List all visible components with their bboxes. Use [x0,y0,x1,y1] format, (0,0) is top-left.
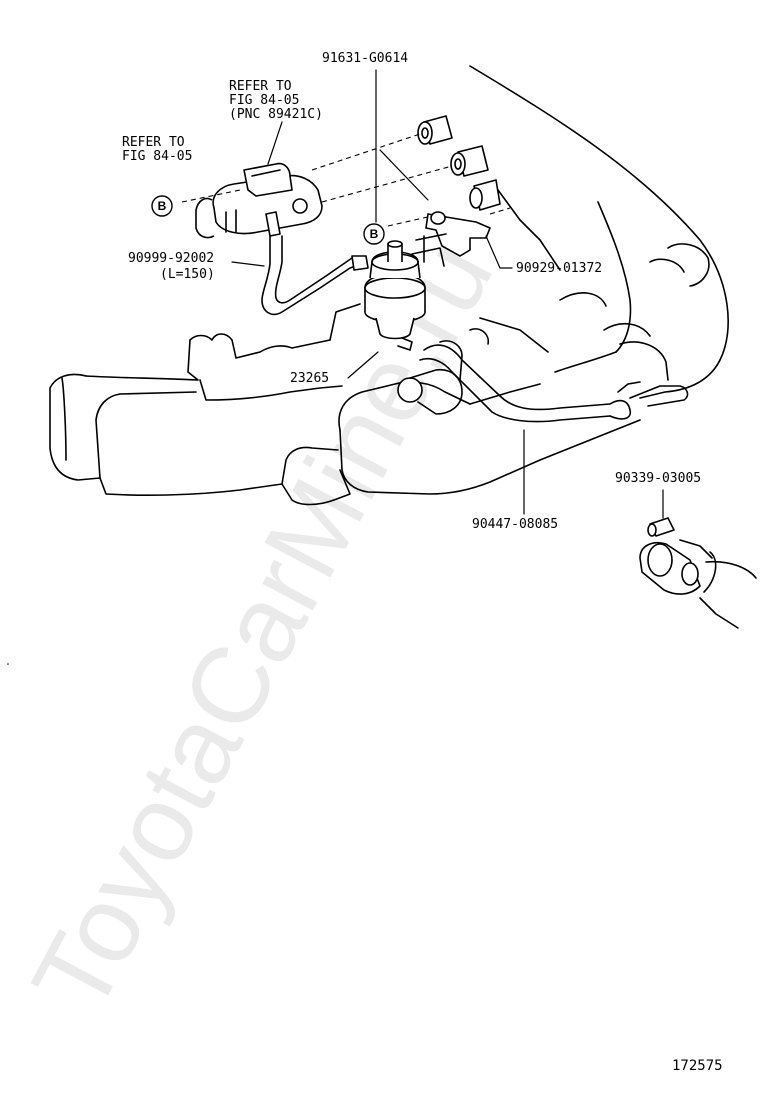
vacuum-sensor [195,162,323,239]
part-number-90447: 90447-08085 [472,517,558,532]
callout-b-left: B [151,195,173,217]
hose-length-note: (L=150) [160,267,215,282]
figure-number: 172575 [672,1058,723,1074]
part-number-91631: 91631-G0614 [322,51,408,66]
part-number-23265: 23265 [290,371,329,386]
callout-b-right: B [363,223,385,245]
lower-manifold [49,303,361,506]
manifold-bosses [417,115,501,211]
intake-manifold [469,65,729,399]
svg-text:B: B [158,199,167,213]
part-number-90999: 90999-92002 [128,251,214,266]
fig-ref-label-2: FIG 84-05 [122,149,192,164]
hose-90999-92002 [261,235,369,316]
leader-lines [231,69,664,519]
scan-speck [7,663,9,665]
pnc-ref-label: (PNC 89421C) [229,107,323,122]
assembly-lines [181,133,511,227]
throttle-body [338,328,641,495]
fig-ref-label-1: FIG 84-05 [229,93,299,108]
vsv-valve-23265 [364,240,426,351]
hose-90447-08085 [419,344,689,423]
part-number-90929: 90929-01372 [516,261,602,276]
watermark-text: ToyotaCarMine.ru [8,221,515,1030]
plug-90339-03005 [639,517,757,629]
bracket-90929-01372 [411,211,491,267]
part-number-90339: 90339-03005 [615,471,701,486]
refer-to-label-1: REFER TO [229,79,292,94]
svg-text:B: B [370,227,379,241]
refer-to-label-2: REFER TO [122,135,185,150]
